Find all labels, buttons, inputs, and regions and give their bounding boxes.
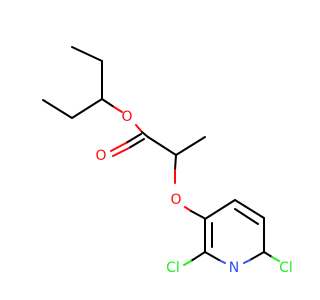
bond-o-ether-ring-c-side bbox=[190, 210, 205, 219]
bond-c6-cl-c-side bbox=[263, 251, 273, 258]
bond-carbonyl-alpha bbox=[147, 136, 177, 156]
bond-o-ester-c-carbonyl-o-side bbox=[135, 124, 143, 133]
chlorine-left-label: Cl bbox=[166, 260, 180, 276]
ether-oxygen-label: O bbox=[170, 192, 181, 208]
bond-alpha-methyl bbox=[175, 136, 206, 156]
bond-c6-cl-cl-side bbox=[271, 256, 280, 262]
bond-c2-cl-cl-side bbox=[183, 260, 192, 266]
ring-bond-c6-n-n-side bbox=[243, 259, 251, 264]
ring-bond-c4-c5 bbox=[234, 199, 265, 219]
bond-carbonyl-1-c-side bbox=[128, 138, 145, 149]
ring-bond-n-c2-n-side bbox=[218, 259, 226, 264]
bond-carbonyl-1-o-side bbox=[112, 147, 130, 157]
ring-bond-c3-c4 bbox=[204, 199, 236, 220]
ring-bond-c6-n-c-side bbox=[249, 251, 265, 261]
carbonyl-oxygen-label: O bbox=[95, 148, 106, 164]
ester-oxygen-label: O bbox=[121, 109, 132, 125]
bond-c2-cl-c-side bbox=[190, 251, 206, 262]
molecule-canvas: O O O N Cl Cl bbox=[42, 46, 293, 276]
bond-carbonyl-2-c-side bbox=[125, 133, 142, 144]
bond-c-o-ester-o-side bbox=[113, 106, 123, 113]
bond-carbonyl-2-o-side bbox=[110, 142, 127, 152]
bond-ethyl-bottom-terminal bbox=[42, 99, 73, 119]
chlorine-right-label: Cl bbox=[279, 260, 293, 276]
pyridine-nitrogen-label: N bbox=[229, 260, 239, 276]
bond-alpha-o-ether-c-side bbox=[174, 154, 177, 171]
bond-ethyl-bottom bbox=[71, 98, 103, 119]
bond-o-ester-c-carbonyl-c-side bbox=[141, 131, 149, 138]
molecule-structure: O O O N Cl Cl bbox=[42, 46, 293, 276]
bond-ethyl-top-terminal bbox=[71, 46, 103, 62]
bond-c-o-ester-carbon-side bbox=[101, 98, 115, 108]
ring-bond-c4-c5-inner bbox=[234, 208, 259, 225]
bond-o-ether-ring-o-side bbox=[184, 206, 192, 212]
ring-bond-n-c2-c-side bbox=[204, 251, 220, 261]
